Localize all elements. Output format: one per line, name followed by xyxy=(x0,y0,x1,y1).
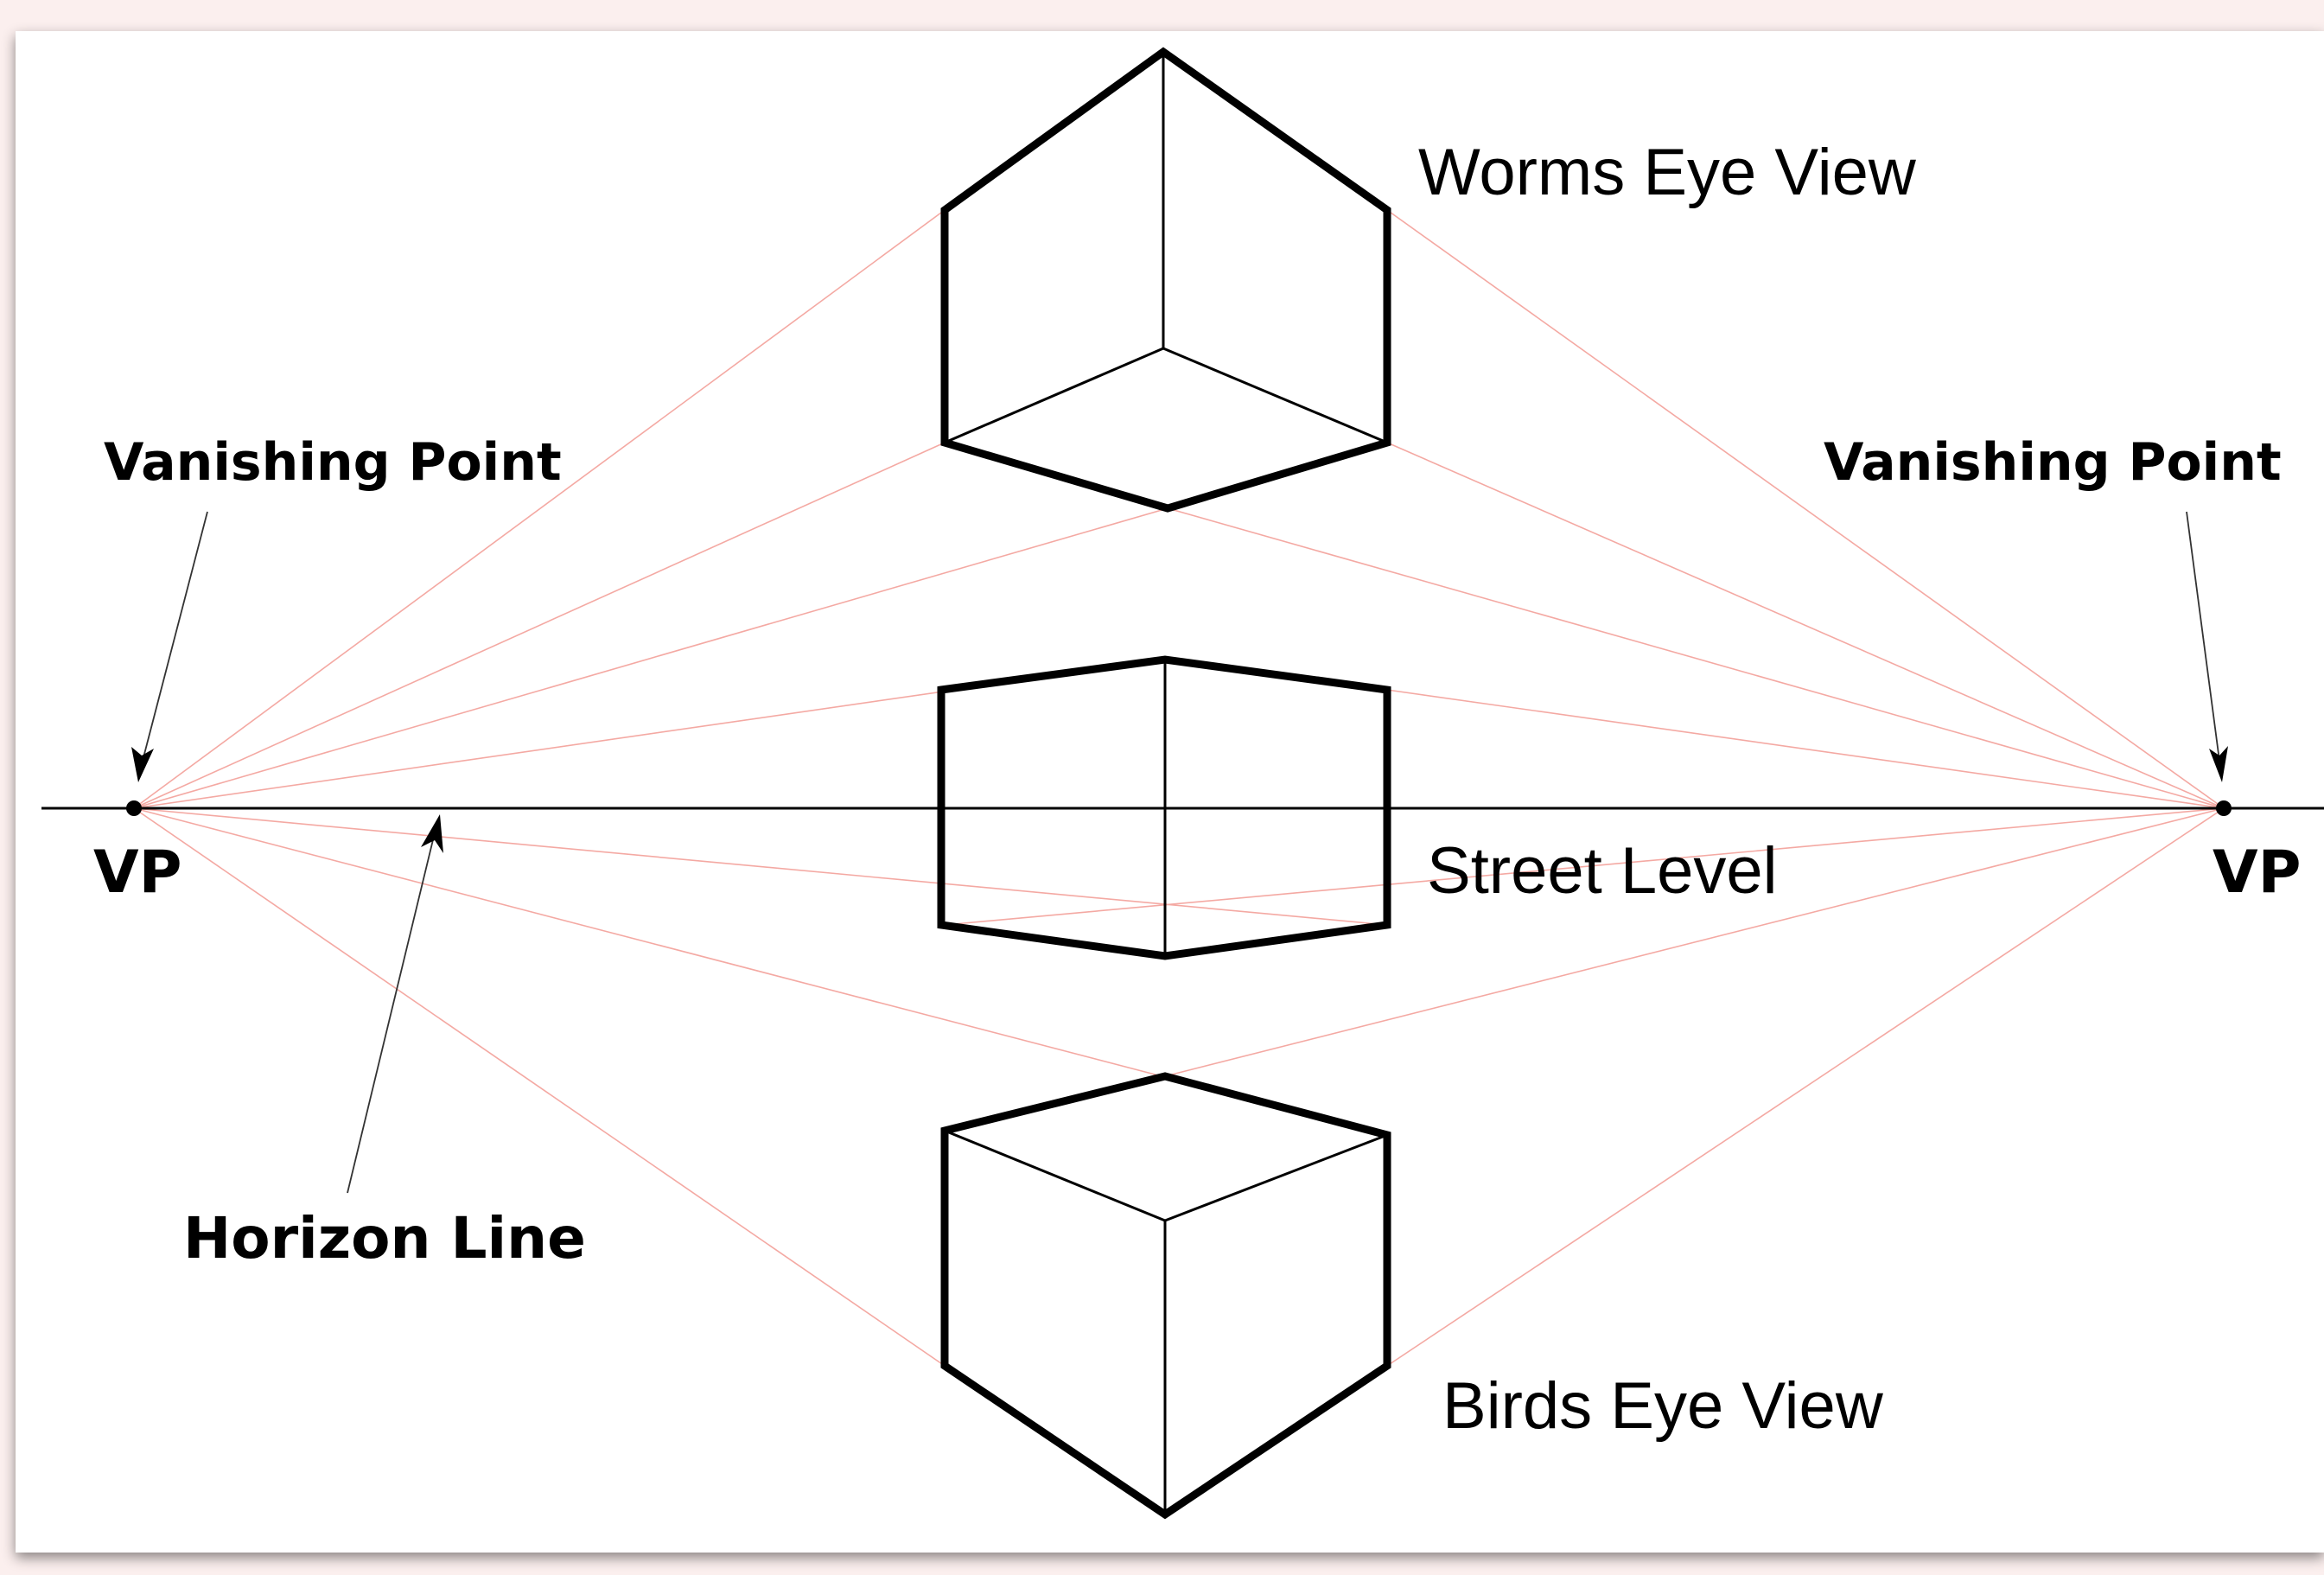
street-level-cube xyxy=(937,655,1391,960)
vp-right-dot xyxy=(2216,800,2232,816)
pointer-arrows xyxy=(142,511,2220,1194)
street-level-label: Street Level xyxy=(1427,834,1778,908)
birds-eye-cube xyxy=(940,1072,1391,1520)
vp-left-label: VP xyxy=(93,839,181,907)
birds-eye-label: Birds Eye View xyxy=(1442,1369,1884,1443)
construction-lines xyxy=(133,209,2225,1367)
arrowhead-left-vp xyxy=(131,747,154,782)
worms-eye-label: Worms Eye View xyxy=(1418,136,1917,209)
arrowheads xyxy=(131,746,2228,853)
worms-eye-cube xyxy=(940,47,1391,513)
horizon-line-label: Horizon Line xyxy=(183,1205,586,1272)
drawing-sheet xyxy=(16,31,2324,1553)
vp-left-dot xyxy=(126,800,142,816)
vanishing-point-right-label: Vanishing Point xyxy=(1824,432,2282,493)
vp-right-label: VP xyxy=(2213,839,2301,907)
arrowhead-right-vp xyxy=(2209,746,2228,782)
arrowhead-horizon xyxy=(421,814,443,853)
vanishing-point-left-label: Vanishing Point xyxy=(104,432,562,493)
